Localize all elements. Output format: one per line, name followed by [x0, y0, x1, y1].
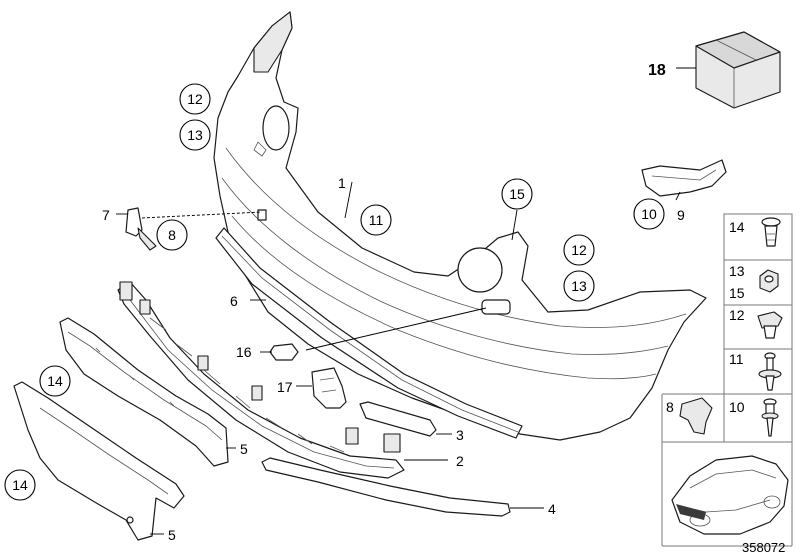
callout-11-label: 11 [369, 212, 384, 228]
callout-10: 10 [633, 198, 665, 230]
callout-14-lower: 14 [4, 469, 36, 501]
foam-block-18 [695, 31, 781, 109]
label-18: 18 [648, 62, 666, 79]
legend-row2-num2: 15 [729, 285, 745, 301]
expanding-rivet-icon [758, 352, 782, 391]
small-cover-strip [359, 401, 437, 437]
callout-15: 15 [501, 178, 533, 210]
diagram-id: 358072 [742, 540, 785, 555]
label-5-upper: 5 [240, 441, 248, 457]
plate-holder-back [13, 381, 185, 541]
label-9: 9 [677, 207, 685, 223]
callout-14-upper-label: 14 [47, 373, 63, 389]
callout-15-label: 15 [509, 186, 525, 202]
callout-12-right: 12 [563, 234, 595, 266]
callout-11: 11 [360, 204, 392, 236]
callout-12-top: 12 [179, 83, 211, 115]
push-rivet-icon [761, 217, 781, 247]
car-thumbnail-icon [671, 455, 789, 535]
label-16: 16 [236, 344, 252, 360]
fastener-legend: 14 13 15 12 11 8 1 [661, 213, 793, 547]
label-17: 17 [277, 379, 293, 395]
bracket-17 [311, 367, 347, 409]
label-1: 1 [338, 175, 346, 191]
callout-8-label: 8 [168, 227, 176, 243]
bracket-9 [641, 159, 727, 197]
legend-row5-num2: 10 [729, 399, 745, 415]
label-7: 7 [102, 207, 110, 223]
leader-lines [116, 67, 696, 535]
reflector-16 [269, 343, 299, 361]
callout-12-right-label: 12 [571, 242, 587, 258]
callout-13-right-label: 13 [571, 278, 587, 294]
clip-8-icon [679, 397, 713, 435]
legend-row1-num: 14 [729, 219, 745, 235]
bumper-cover [213, 11, 707, 441]
lower-grille [117, 281, 405, 479]
callout-13-top: 13 [179, 119, 211, 151]
callout-14-upper: 14 [39, 365, 71, 397]
label-6: 6 [230, 293, 238, 309]
clip-nut-icon [757, 311, 783, 339]
callout-10-label: 10 [641, 206, 657, 222]
callout-8: 8 [156, 219, 188, 251]
screw-icon [761, 398, 779, 437]
nut-icon [759, 269, 779, 293]
callout-13-right: 13 [563, 270, 595, 302]
legend-row4-num: 11 [729, 351, 744, 367]
label-3: 3 [456, 427, 464, 443]
callout-13-top-label: 13 [187, 127, 203, 143]
label-5-lower: 5 [168, 527, 176, 543]
label-4: 4 [548, 501, 556, 517]
label-2: 2 [456, 453, 464, 469]
legend-row5-num1: 8 [666, 399, 674, 415]
plate-holder-front [59, 317, 229, 467]
tow-hook-cover [125, 207, 157, 251]
callout-14-lower-label: 14 [12, 477, 28, 493]
lower-lip [261, 457, 511, 517]
legend-row3-num: 12 [729, 307, 745, 323]
callout-12-top-label: 12 [187, 91, 203, 107]
trim-strip [215, 227, 523, 439]
legend-row2-num1: 13 [729, 263, 745, 279]
